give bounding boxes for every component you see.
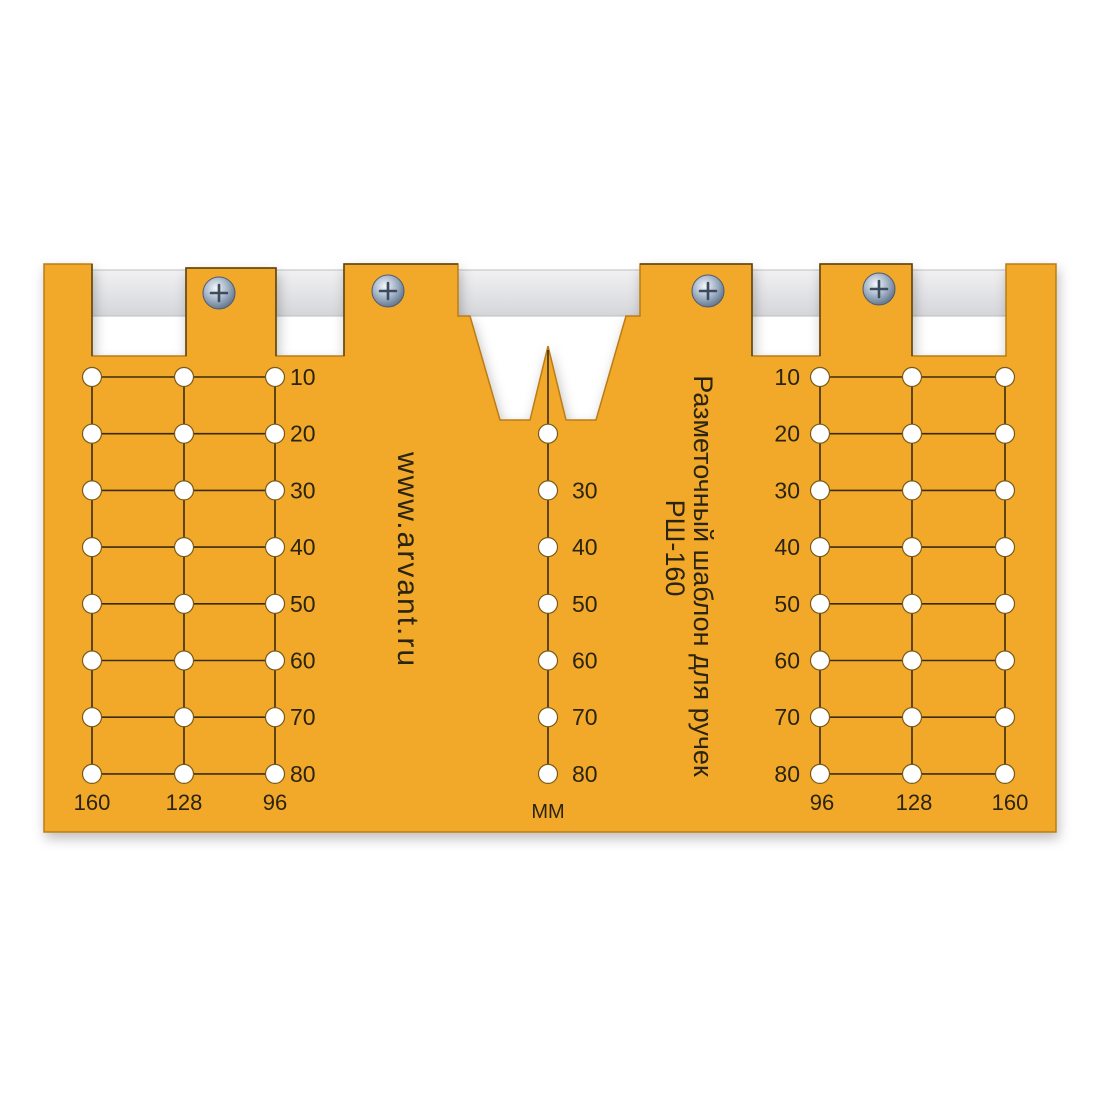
left-hole bbox=[264, 650, 286, 671]
right-hole bbox=[994, 480, 1016, 501]
left-hole bbox=[264, 423, 286, 444]
right-hole bbox=[809, 423, 831, 444]
center-hole bbox=[537, 593, 559, 614]
right-hole bbox=[809, 593, 831, 614]
right-hole bbox=[901, 763, 923, 785]
screw-icon bbox=[371, 274, 405, 308]
right-hole bbox=[809, 366, 831, 388]
center-hole bbox=[537, 423, 559, 444]
left-hole bbox=[81, 707, 103, 728]
right-hole bbox=[901, 480, 923, 501]
right-depth-label: 10 bbox=[774, 364, 800, 390]
right-depth-label: 40 bbox=[774, 534, 800, 560]
center-depth-label: 40 bbox=[572, 534, 598, 560]
right-depth-label: 20 bbox=[774, 421, 800, 447]
left-hole bbox=[81, 423, 103, 444]
center-depth-label: 80 bbox=[572, 761, 598, 787]
left-depth-label: 40 bbox=[290, 534, 316, 560]
left-depth-label: 30 bbox=[290, 477, 316, 503]
screw-icon bbox=[202, 276, 236, 310]
center-depth-label: 70 bbox=[572, 704, 598, 730]
right-depth-label: 60 bbox=[774, 648, 800, 674]
left-hole bbox=[81, 366, 103, 388]
left-depth-label: 60 bbox=[290, 648, 316, 674]
right-depth-label: 80 bbox=[774, 761, 800, 787]
center-depth-label: 30 bbox=[572, 477, 598, 503]
left-depth-label: 70 bbox=[290, 704, 316, 730]
right-hole bbox=[901, 650, 923, 671]
left-hole bbox=[81, 763, 103, 785]
left-hole bbox=[173, 593, 195, 614]
left-spacing-label: 128 bbox=[166, 790, 203, 815]
left-hole bbox=[81, 650, 103, 671]
left-hole bbox=[81, 536, 103, 558]
right-hole bbox=[809, 650, 831, 671]
left-depth-label: 50 bbox=[290, 591, 316, 617]
right-depth-label: 70 bbox=[774, 704, 800, 730]
right-hole bbox=[994, 536, 1016, 558]
left-hole bbox=[264, 480, 286, 501]
right-hole bbox=[901, 423, 923, 444]
left-depth-label: 10 bbox=[290, 364, 316, 390]
left-hole bbox=[264, 707, 286, 728]
left-hole bbox=[264, 593, 286, 614]
right-hole bbox=[994, 593, 1016, 614]
center-depth-label: 50 bbox=[572, 591, 598, 617]
product-name-text: Разметочный шаблон для ручек bbox=[688, 375, 718, 777]
left-hole bbox=[173, 366, 195, 388]
center-hole bbox=[537, 536, 559, 558]
left-hole-grid: 10 20 30 40 50 60 70 80 160 128 96 bbox=[74, 364, 316, 815]
model-text: РШ-160 bbox=[660, 500, 690, 597]
left-hole bbox=[173, 707, 195, 728]
left-spacing-label: 160 bbox=[74, 790, 111, 815]
center-hole-scale: 30 40 50 60 70 80 bbox=[537, 350, 598, 787]
right-spacing-label: 128 bbox=[896, 790, 933, 815]
right-hole bbox=[901, 366, 923, 388]
right-depth-label: 50 bbox=[774, 591, 800, 617]
left-hole bbox=[264, 366, 286, 388]
right-hole bbox=[994, 707, 1016, 728]
right-hole bbox=[809, 536, 831, 558]
tab-outlines bbox=[91, 263, 913, 356]
left-hole bbox=[173, 536, 195, 558]
left-depth-label: 80 bbox=[290, 761, 316, 787]
right-spacing-label: 160 bbox=[992, 790, 1029, 815]
right-hole bbox=[994, 366, 1016, 388]
screw-icon bbox=[862, 272, 896, 306]
right-spacing-label: 96 bbox=[810, 790, 834, 815]
right-hole bbox=[994, 423, 1016, 444]
right-hole-grid: 10 20 30 40 50 60 70 80 96 128 160 bbox=[774, 364, 1028, 815]
right-hole bbox=[809, 763, 831, 785]
right-hole bbox=[994, 763, 1016, 785]
left-hole bbox=[264, 536, 286, 558]
center-hole bbox=[537, 480, 559, 501]
screws bbox=[202, 272, 896, 310]
right-hole bbox=[901, 593, 923, 614]
left-depth-label: 20 bbox=[290, 421, 316, 447]
center-hole bbox=[537, 650, 559, 671]
right-hole bbox=[809, 480, 831, 501]
left-spacing-label: 96 bbox=[263, 790, 287, 815]
center-hole bbox=[537, 763, 559, 785]
left-hole bbox=[173, 423, 195, 444]
website-text: www.arvant.ru bbox=[391, 451, 424, 668]
screw-icon bbox=[691, 274, 725, 308]
right-hole bbox=[994, 650, 1016, 671]
right-hole bbox=[901, 707, 923, 728]
left-hole bbox=[264, 763, 286, 785]
center-depth-label: 60 bbox=[572, 648, 598, 674]
left-hole bbox=[81, 593, 103, 614]
right-depth-label: 30 bbox=[774, 477, 800, 503]
center-hole bbox=[537, 707, 559, 728]
left-hole bbox=[173, 650, 195, 671]
left-hole bbox=[173, 480, 195, 501]
left-hole bbox=[81, 480, 103, 501]
left-hole bbox=[173, 763, 195, 785]
right-hole bbox=[901, 536, 923, 558]
unit-label: ММ bbox=[531, 801, 564, 823]
right-hole bbox=[809, 707, 831, 728]
